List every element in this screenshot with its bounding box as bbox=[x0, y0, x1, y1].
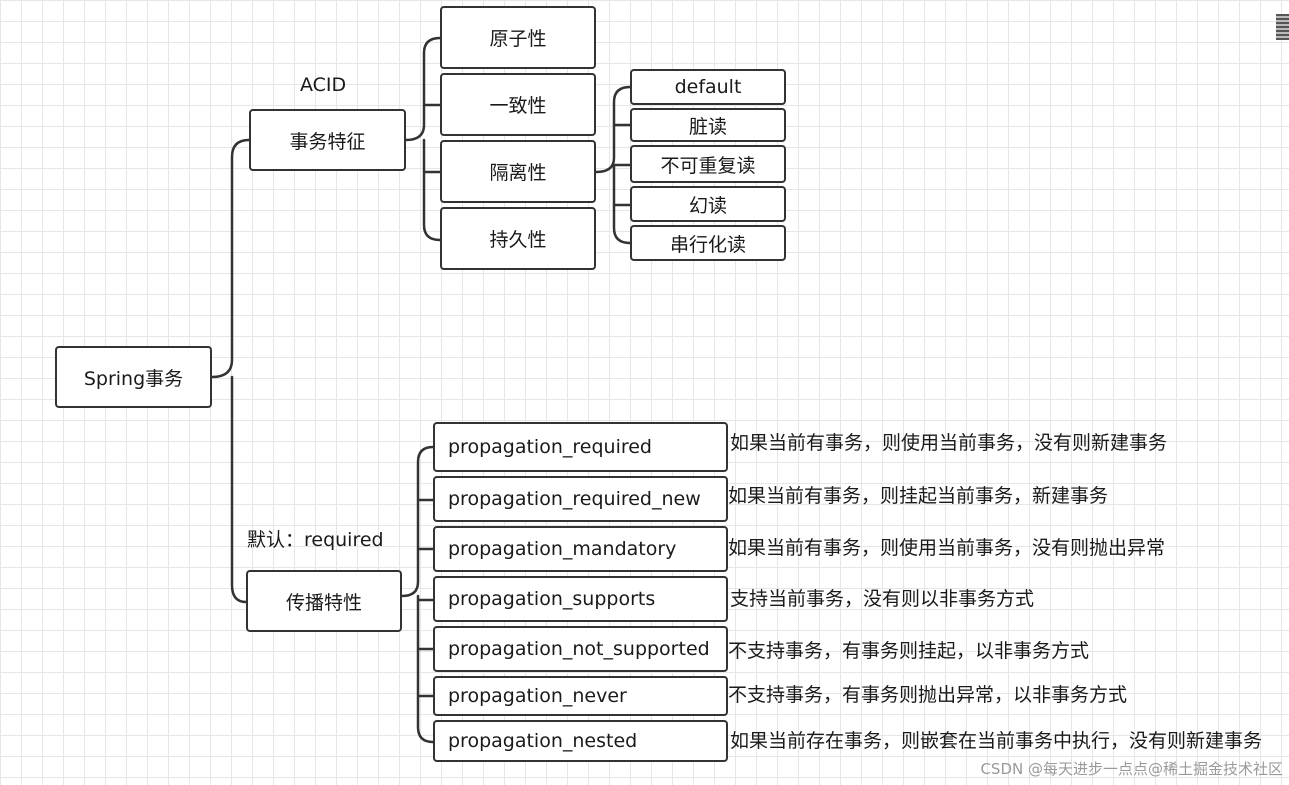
node-atomicity: 原子性 bbox=[440, 6, 596, 69]
corner-grip-icon bbox=[1276, 14, 1289, 40]
node-label: 不可重复读 bbox=[660, 154, 756, 177]
node-label: 幻读 bbox=[688, 194, 727, 217]
desc-propagation-supports: 支持当前事务，没有则以非事务方式 bbox=[730, 588, 1035, 610]
node-label: 事务特征 bbox=[289, 130, 366, 153]
node-label: propagation_not_supported bbox=[448, 638, 710, 660]
node-propagation-required-new: propagation_required_new bbox=[433, 476, 728, 522]
connector-propagation bbox=[400, 445, 435, 744]
node-propagation-nested: propagation_nested bbox=[433, 720, 728, 762]
node-label: propagation_never bbox=[448, 685, 627, 707]
desc-propagation-mandatory: 如果当前有事务，则使用当前事务，没有则抛出异常 bbox=[728, 537, 1166, 559]
desc-propagation-not-supported: 不支持事务，有事务则挂起，以非事务方式 bbox=[728, 640, 1090, 662]
node-label: 持久性 bbox=[489, 229, 547, 251]
node-label: default bbox=[674, 76, 742, 98]
desc-propagation-never: 不支持事务，有事务则抛出异常，以非事务方式 bbox=[728, 684, 1128, 706]
node-isolation-default: default bbox=[630, 69, 786, 105]
node-label: 隔离性 bbox=[489, 162, 547, 184]
node-label: propagation_mandatory bbox=[448, 538, 677, 560]
node-label: propagation_nested bbox=[448, 730, 638, 752]
node-isolation-non-repeatable-read: 不可重复读 bbox=[630, 145, 786, 183]
node-label: 传播特性 bbox=[285, 591, 362, 614]
node-consistency: 一致性 bbox=[440, 73, 596, 136]
node-propagation-mandatory: propagation_mandatory bbox=[433, 526, 728, 572]
node-label: propagation_supports bbox=[448, 588, 656, 610]
node-isolation-dirty-read: 脏读 bbox=[630, 108, 786, 142]
node-isolation: 隔离性 bbox=[440, 140, 596, 203]
node-label: propagation_required bbox=[448, 436, 652, 458]
node-propagation-never: propagation_never bbox=[433, 676, 728, 716]
desc-propagation-nested: 如果当前存在事务，则嵌套在当前事务中执行，没有则新建事务 bbox=[730, 730, 1263, 752]
node-isolation-serializable: 串行化读 bbox=[630, 225, 786, 261]
node-label: 串行化读 bbox=[669, 233, 746, 256]
connector-features bbox=[404, 36, 442, 242]
connector-isolation bbox=[594, 85, 632, 245]
node-isolation-phantom-read: 幻读 bbox=[630, 186, 786, 222]
node-label: propagation_required_new bbox=[448, 488, 701, 510]
node-spring-transaction: Spring事务 bbox=[55, 346, 212, 408]
desc-propagation-required: 如果当前有事务，则使用当前事务，没有则新建事务 bbox=[730, 432, 1168, 454]
desc-propagation-required-new: 如果当前有事务，则挂起当前事务，新建事务 bbox=[728, 485, 1109, 507]
node-propagation-supports: propagation_supports bbox=[433, 576, 728, 622]
node-label: Spring事务 bbox=[83, 367, 184, 390]
default-annotation: 默认：required bbox=[247, 529, 384, 551]
node-durability: 持久性 bbox=[440, 207, 596, 270]
node-propagation-required: propagation_required bbox=[433, 422, 728, 472]
watermark: CSDN @每天进步一点点@稀土掘金技术社区 bbox=[980, 760, 1283, 778]
node-transaction-features: 事务特征 bbox=[249, 109, 406, 171]
node-label: 一致性 bbox=[489, 95, 547, 117]
node-propagation-not-supported: propagation_not_supported bbox=[433, 626, 728, 672]
node-label: 脏读 bbox=[688, 115, 727, 138]
node-propagation: 传播特性 bbox=[246, 570, 402, 632]
node-label: 原子性 bbox=[489, 28, 547, 50]
connector-root bbox=[210, 138, 251, 604]
acid-annotation: ACID bbox=[300, 74, 347, 96]
